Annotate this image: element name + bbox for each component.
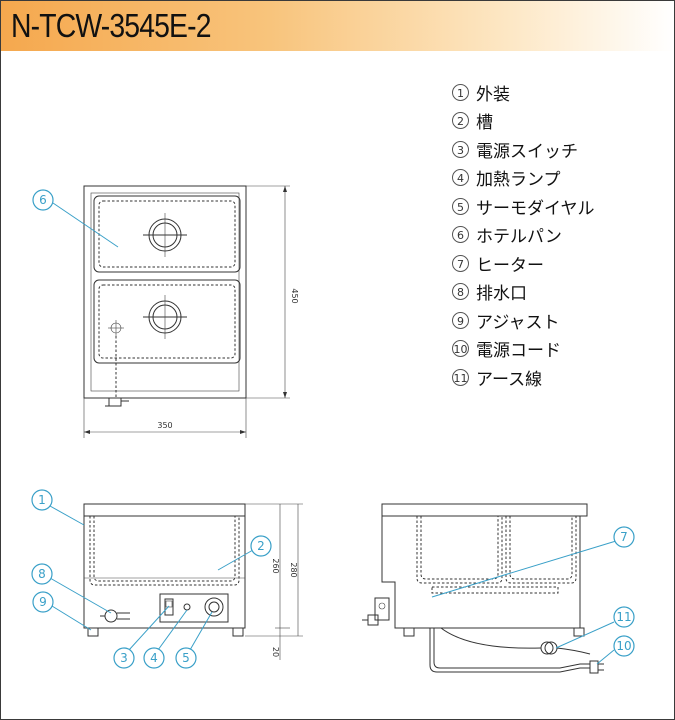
callout-7 <box>613 526 635 548</box>
model-title: N-TCW-3545E-2 <box>11 7 211 44</box>
callout-5-label: 5 <box>182 651 190 665</box>
callout-6-label: 6 <box>39 193 47 207</box>
legend-number: 8 <box>452 283 469 301</box>
callout-11 <box>613 606 635 628</box>
callout-5 <box>175 647 197 669</box>
legend-label: 電源スイッチ <box>476 141 578 162</box>
front-view: 260 280 20 <box>83 503 303 660</box>
callout-8 <box>31 563 53 585</box>
title-bar: N-TCW-3545E-2 <box>1 1 674 51</box>
legend-number: 3 <box>452 140 469 158</box>
legend-label: 排水口 <box>476 284 527 305</box>
callout-1-label: 1 <box>38 493 46 507</box>
legend-label: ヒーター <box>476 255 544 276</box>
legend-number: 6 <box>452 226 469 244</box>
legend-item: 11 アース線 <box>452 363 662 392</box>
legend-item: 6 ホテルパン <box>452 221 662 250</box>
callout-6 <box>32 189 54 211</box>
heat-lamp <box>183 603 191 611</box>
dimension-height: 450 <box>290 288 299 303</box>
thermo-dial <box>204 597 224 617</box>
callout-7-label: 7 <box>620 530 628 544</box>
callout-4-label: 4 <box>150 651 158 665</box>
callout-9 <box>32 591 54 613</box>
front-body <box>83 515 246 629</box>
callouts: 6 1 2 8 9 3 4 <box>31 189 635 669</box>
legend-label: アース線 <box>476 369 543 390</box>
dimension-inner-height: 260 <box>271 558 280 573</box>
hotel-pan-upper <box>93 195 241 273</box>
legend-number: 5 <box>452 197 469 215</box>
legend-number: 1 <box>452 83 469 101</box>
side-body <box>381 516 581 629</box>
legend-item: 9 アジャスト <box>452 306 662 335</box>
legend-item: 8 排水口 <box>452 278 662 307</box>
legend-number: 7 <box>452 254 469 272</box>
heater-element <box>431 586 559 594</box>
dimension-width: 350 <box>157 421 172 430</box>
legend-label: 外装 <box>476 84 510 105</box>
dimension-total-height: 280 <box>289 562 298 577</box>
legend-number: 4 <box>452 169 469 187</box>
legend-item: 1 外装 <box>452 78 662 107</box>
legend-label: アジャスト <box>476 312 560 333</box>
callout-1 <box>31 489 53 511</box>
legend-number: 10 <box>452 340 469 358</box>
callout-11-label: 11 <box>616 610 631 624</box>
legend-number: 11 <box>452 368 469 386</box>
top-outer-body <box>83 185 247 399</box>
legend-item: 7 ヒーター <box>452 249 662 278</box>
legend-number: 2 <box>452 112 469 130</box>
legend-item: 4 加熱ランプ <box>452 164 662 193</box>
legend-label: 加熱ランプ <box>476 170 561 191</box>
callout-3-label: 3 <box>120 651 128 665</box>
callout-4 <box>143 647 165 669</box>
side-top-rim <box>381 503 588 517</box>
legend-label: ホテルパン <box>476 227 562 248</box>
callout-3 <box>113 647 135 669</box>
legend-label: 槽 <box>476 113 493 134</box>
power-switch <box>164 598 174 616</box>
legend-item: 10 電源コード <box>452 335 662 364</box>
callout-9-label: 9 <box>39 595 47 609</box>
legend-label: 電源コード <box>476 341 561 362</box>
callout-10 <box>613 635 635 657</box>
legend-number: 9 <box>452 311 469 329</box>
top-view: 450 350 <box>83 185 299 438</box>
hotel-pan-lower <box>93 279 241 364</box>
callout-2 <box>250 535 272 557</box>
legend-label: サーモダイヤル <box>476 198 595 219</box>
front-top-rim <box>83 503 246 517</box>
legend-item: 3 電源スイッチ <box>452 135 662 164</box>
side-view <box>362 503 604 674</box>
dimension-foot: 20 <box>271 647 280 657</box>
callout-2-label: 2 <box>257 539 265 553</box>
callout-10-label: 10 <box>616 639 631 653</box>
callout-8-label: 8 <box>38 567 46 581</box>
legend-item: 5 サーモダイヤル <box>452 192 662 221</box>
control-panel <box>159 593 229 623</box>
